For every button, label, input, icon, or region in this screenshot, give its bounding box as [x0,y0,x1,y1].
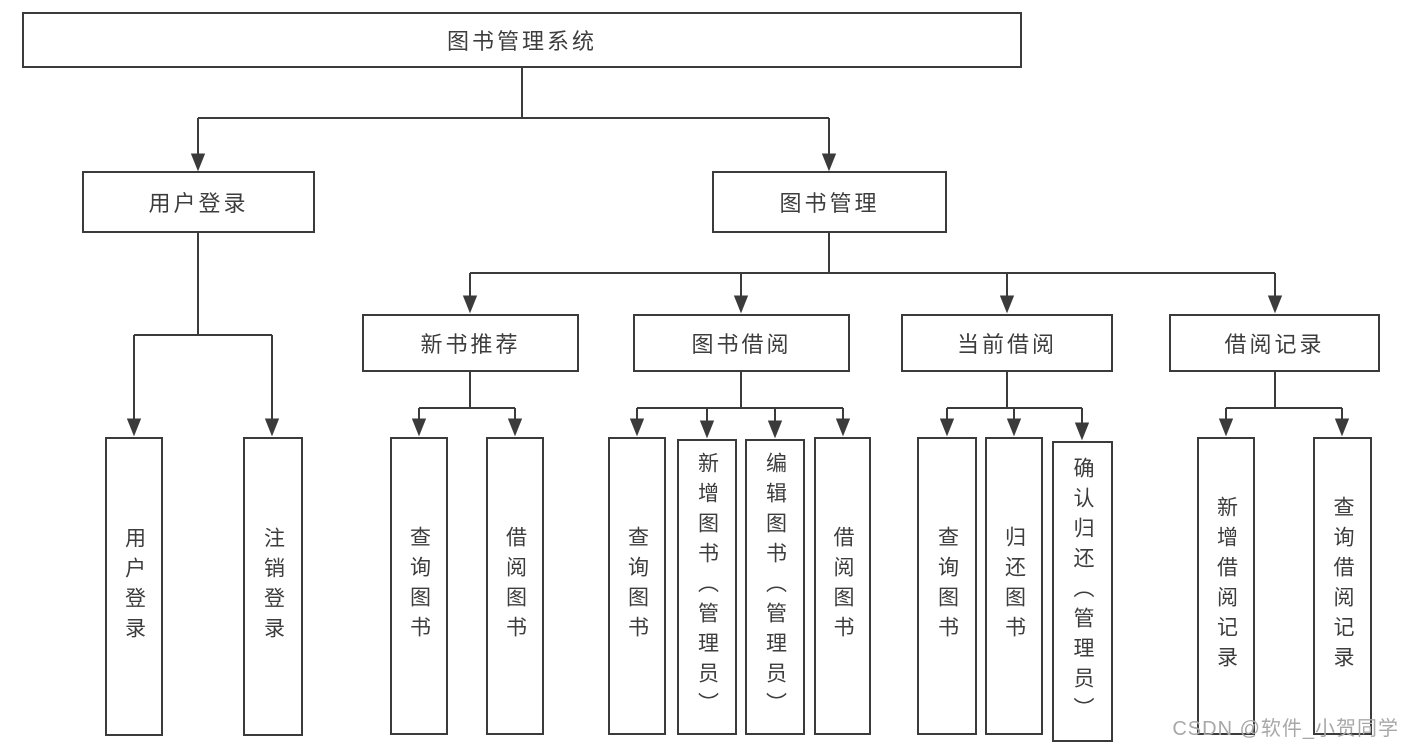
node-current-borrow: 当前借阅 [901,314,1113,372]
connector-book-borrow-trunk [637,372,843,409]
leaf-label: 查询图书 [407,526,431,646]
node-label: 当前借阅 [956,332,1057,357]
leaf-label: 查询借阅记录 [1331,496,1354,676]
leaf-label: 确认归还（管理员） [1071,456,1094,727]
node-label: 图书管理 [779,191,880,216]
leaf-label: 借阅图书 [503,526,527,646]
leaf-label: 注销登录 [261,526,285,647]
node-label: 图书管理系统 [446,29,597,54]
leaf-label: 用户登录 [122,526,146,647]
leaf-query-books: 查询图书 [608,437,666,735]
leaf-query-borrow-record: 查询借阅记录 [1313,437,1372,735]
leaf-label: 借阅图书 [831,526,854,646]
leaf-logout: 注销登录 [243,437,303,736]
leaf-label: 归还图书 [1002,526,1026,646]
node-label: 借阅记录 [1224,332,1325,357]
node-book-borrow: 图书借阅 [633,314,850,372]
connector-user-login-trunk [134,233,272,336]
node-borrow-record: 借阅记录 [1169,314,1380,372]
csdn-watermark: CSDN @软件_小贺同学 [1172,718,1399,740]
leaf-query-books: 查询图书 [917,437,977,735]
leaf-return-books: 归还图书 [985,437,1043,735]
leaf-add-books-admin: 新增图书（管理员） [677,439,737,735]
connector-new-book-recommend-trunk [419,372,515,409]
leaf-label: 新增图书（管理员） [695,452,719,722]
leaf-confirm-return-admin: 确认归还（管理员） [1052,441,1113,742]
node-root-library-management-system: 图书管理系统 [22,12,1022,68]
leaf-add-borrow-record: 新增借阅记录 [1197,437,1255,735]
leaf-label: 查询图书 [935,526,959,646]
node-label: 图书借阅 [691,332,792,357]
leaf-edit-books-admin: 编辑图书（管理员） [745,439,805,735]
node-new-book-recommend: 新书推荐 [362,314,579,372]
connector-book-management-trunk [470,233,1275,274]
leaf-borrow-books: 借阅图书 [814,437,871,735]
leaf-label: 编辑图书（管理员） [763,452,787,722]
leaf-user-login: 用户登录 [105,437,163,736]
leaf-label: 新增借阅记录 [1214,496,1238,676]
leaf-borrow-books: 借阅图书 [486,437,544,735]
node-label: 新书推荐 [420,332,521,357]
connector-borrow-record-trunk [1226,372,1342,409]
leaf-query-books: 查询图书 [390,437,448,735]
connector-root-trunk [198,68,829,119]
node-book-management: 图书管理 [712,171,947,233]
node-label: 用户登录 [148,191,249,216]
node-user-login: 用户登录 [82,171,315,233]
connector-current-borrow-trunk [947,372,1082,409]
leaf-label: 查询图书 [625,526,649,646]
